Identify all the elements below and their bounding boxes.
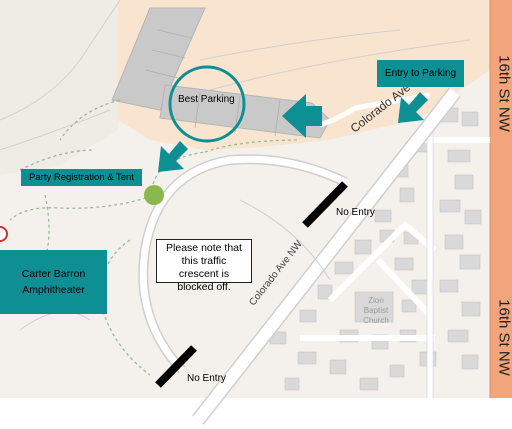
no-entry-bottom-label: No Entry — [187, 373, 226, 384]
parking-lot-lower — [159, 84, 331, 139]
sixteenth-street — [490, 0, 512, 398]
church-label: Zion Baptist Church — [363, 296, 389, 325]
party-registration-box: Party Registration & Tent — [21, 169, 142, 186]
lot-access-road — [319, 92, 431, 128]
entry-to-parking-box: Entry to Parking — [377, 60, 464, 87]
map-marker-icon — [0, 226, 8, 242]
registration-dot — [144, 185, 164, 205]
no-entry-top-label: No Entry — [336, 207, 375, 218]
traffic-crescent — [139, 155, 347, 373]
note-text: Please note that this traffic crescent i… — [166, 242, 242, 293]
carter-barron-box: Carter Barron Amphitheater — [0, 250, 107, 314]
park-land — [0, 0, 118, 175]
arrow-to-registration-icon — [158, 141, 188, 172]
arrow-to-parking-lot-icon — [282, 94, 322, 138]
side-street-edges — [426, 120, 434, 398]
side-streets — [300, 120, 490, 398]
street-label-16th-bottom: 16th St NW — [495, 299, 512, 376]
road-block-bottom — [155, 345, 197, 388]
parking-lot-upper — [111, 7, 206, 111]
road-block-top — [302, 181, 348, 228]
colorado-ave — [193, 88, 460, 424]
best-parking-circle — [168, 65, 246, 143]
carter-barron-label: Carter Barron Amphitheater — [21, 268, 86, 296]
party-registration-label: Party Registration & Tent — [29, 172, 134, 183]
entry-to-parking-label: Entry to Parking — [384, 68, 457, 79]
note-box: Please note that this traffic crescent i… — [156, 239, 252, 293]
street-label-16th-top: 16th St NW — [495, 55, 512, 132]
arrow-entry-to-parking-icon — [398, 92, 428, 123]
best-parking-label: Best Parking — [178, 94, 235, 105]
